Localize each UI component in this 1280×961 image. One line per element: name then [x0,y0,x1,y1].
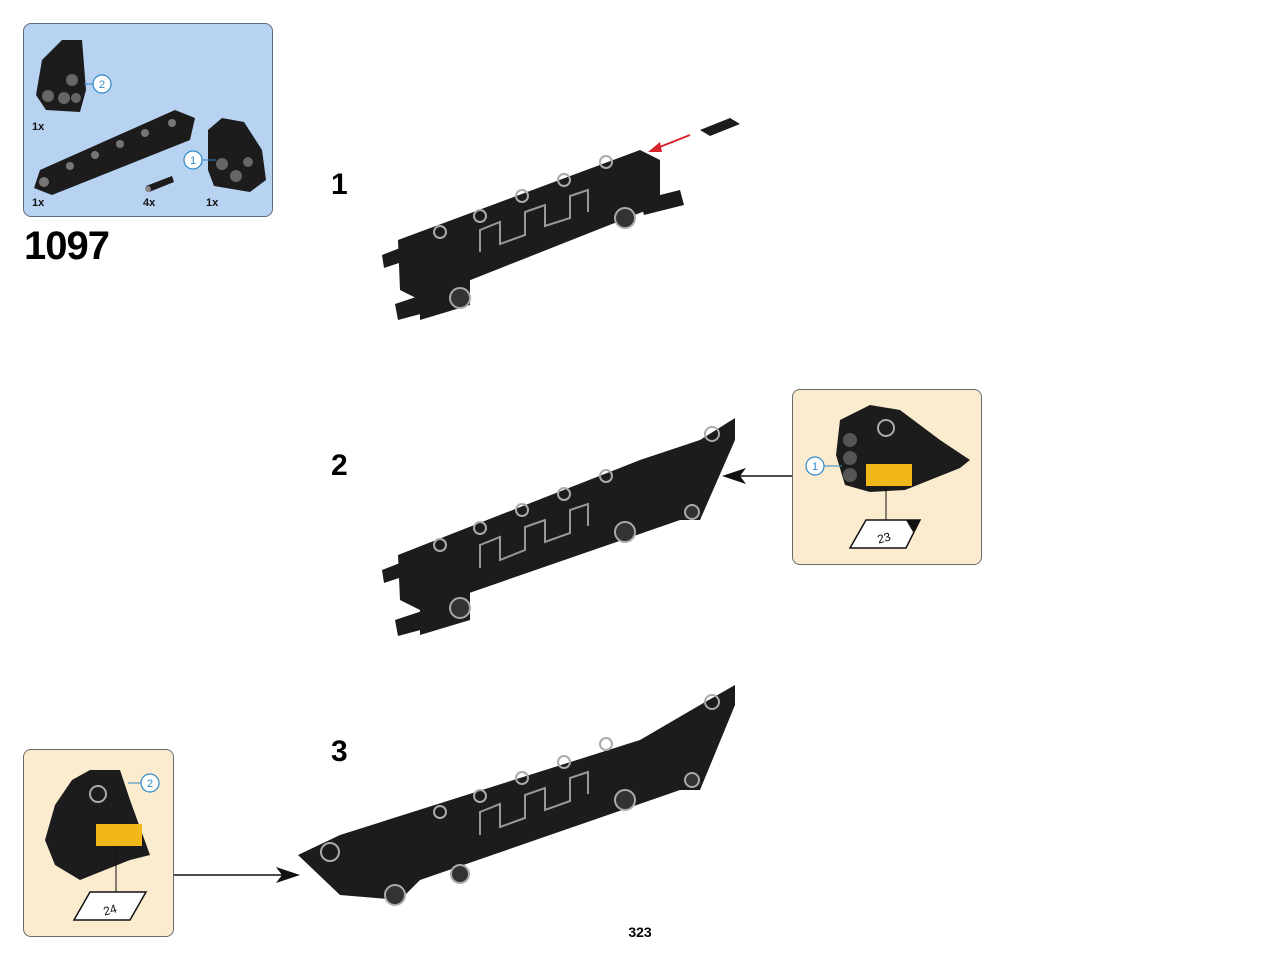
part-liftarm-beam [34,110,195,195]
step-1-assembly [382,118,740,320]
callout-ref-1-icon: 1 [183,150,216,170]
step-3-arrow [174,867,300,883]
step-2-arrow [722,468,792,484]
qty-angle-connector-2: 1x [32,121,45,133]
qty-angle-connector-1: 1x [206,197,219,209]
step-1-number: 1 [331,168,348,201]
qty-liftarm-beam: 1x [32,197,45,209]
step-2-callout-box [792,389,982,565]
callout-ref-2-label: 2 [99,79,105,91]
part-axle-pin [145,176,174,192]
step-3-callout-box [23,749,174,937]
callout-ref-2-icon: 2 [84,74,112,94]
callout-ref-1-label: 1 [190,155,196,167]
part-angle-connector-1 [208,118,266,192]
part-angle-connector-2 [36,40,86,112]
set-number: 1097 [24,224,110,268]
qty-axle-pin: 4x [143,197,156,209]
step-3-assembly [298,685,735,906]
page-number: 323 [628,924,652,940]
step-2-number: 2 [331,449,348,482]
step-2-assembly [382,418,735,636]
step-3-number: 3 [331,735,348,768]
